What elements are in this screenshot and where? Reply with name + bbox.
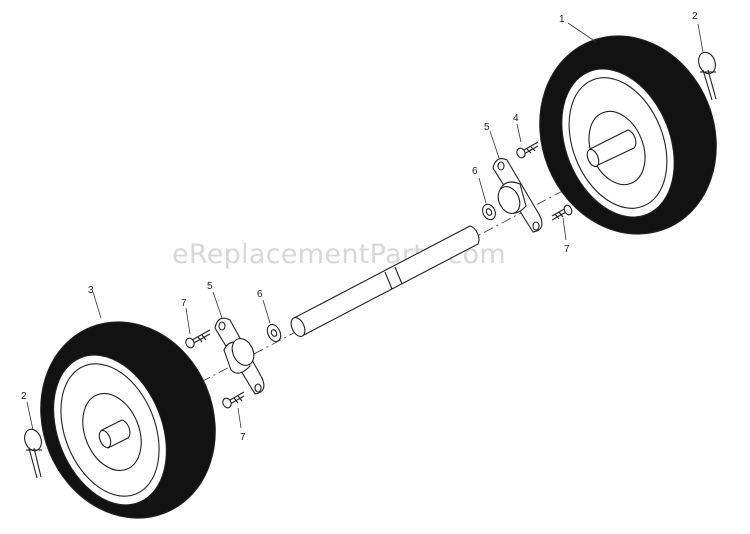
hitch-pin-left (24, 428, 42, 479)
callout-6-washer-left: 6 (257, 289, 263, 300)
callout-2-pin-left: 2 (21, 391, 27, 402)
wheel-right (539, 35, 717, 235)
callout-6-washer-right: 6 (472, 166, 478, 177)
hitch-pin-right (698, 51, 717, 101)
bolt-top-right (516, 141, 539, 159)
callout-7-bolt-right-lower: 7 (564, 244, 570, 255)
callout-7-bolt-left-lower: 7 (240, 432, 246, 443)
callout-5-bracket-right: 5 (484, 122, 490, 133)
bracket-right (492, 158, 543, 233)
wheel-left (40, 321, 216, 519)
leader-bolt-top (516, 123, 522, 143)
callout-4-bolt-top: 4 (513, 113, 519, 124)
bracket-left (214, 317, 265, 395)
leader-bolt-left-upper (185, 307, 191, 335)
callout-5-bracket-left: 5 (207, 281, 213, 292)
callout-2-pin-right: 2 (692, 11, 698, 22)
callout-7-bolt-left-upper: 7 (181, 298, 187, 309)
washer-right (482, 203, 496, 221)
leader-wheel-right (567, 22, 597, 43)
leader-washer-left (262, 299, 271, 324)
leader-wheel-left (92, 291, 102, 319)
leader-pin-left (26, 401, 34, 431)
axle-shaft (290, 225, 480, 337)
leader-bracket-left (212, 291, 223, 319)
callout-1-wheel-right: 1 (559, 14, 565, 25)
leader-bolt-left-lower (237, 407, 242, 429)
leader-pin-right (697, 23, 704, 53)
washer-left (266, 323, 282, 343)
callout-3-wheel-left: 3 (88, 285, 94, 296)
bolt-right-lower (551, 204, 573, 221)
leader-washer-right (478, 177, 487, 204)
bolt-left-upper (185, 329, 211, 349)
leader-bracket-right (489, 130, 500, 159)
leader-bolt-right-lower (562, 217, 567, 241)
bolt-left-lower (222, 391, 245, 409)
